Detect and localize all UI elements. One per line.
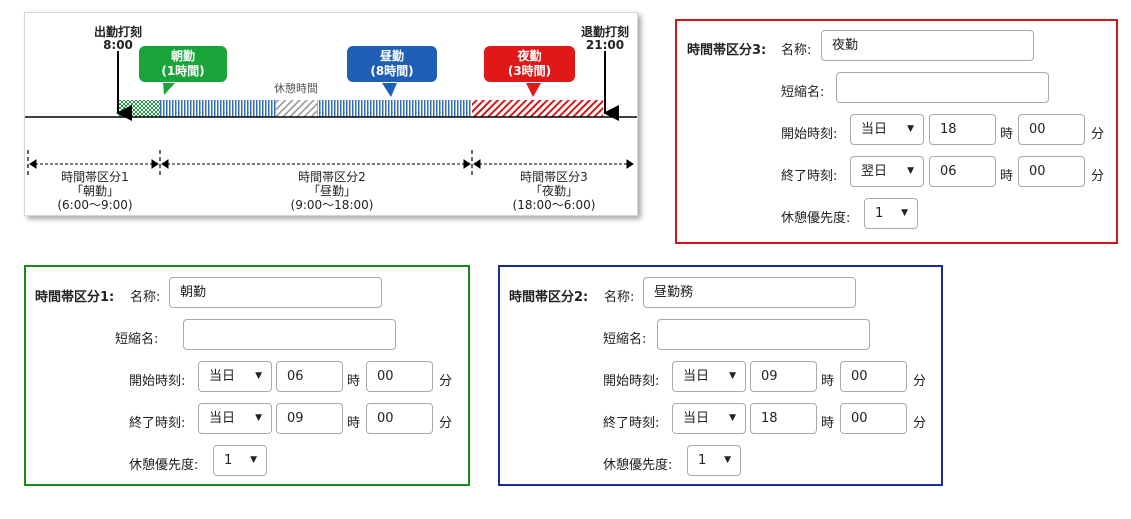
short-name-input[interactable] (836, 72, 1049, 103)
start-hour-input[interactable]: 18 (929, 114, 996, 145)
callout-morning-name: 朝勤 (170, 49, 195, 63)
callout-night-name: 夜勤 (517, 49, 542, 63)
start-day-select[interactable]: 当日▼ (672, 361, 746, 392)
end-minute-input[interactable]: 00 (366, 403, 433, 434)
clock-in-time: 8:00 (103, 38, 133, 52)
end-day-select[interactable]: 当日▼ (672, 403, 746, 434)
hour-unit: 時 (347, 374, 361, 389)
start-day-select[interactable]: 当日▼ (850, 114, 924, 145)
hour-unit: 時 (821, 374, 835, 389)
night-shift-bar (472, 100, 603, 117)
name-input[interactable]: 夜勤 (821, 30, 1034, 61)
start-minute-input[interactable]: 00 (840, 361, 907, 392)
break-priority-select[interactable]: 1▼ (687, 445, 741, 476)
callout-night-hours: (3時間) (507, 64, 552, 78)
day-shift-bar-1 (160, 100, 276, 117)
hour-unit: 時 (821, 416, 835, 431)
start-minute-input[interactable]: 00 (366, 361, 433, 392)
clock-out-time: 21:00 (585, 38, 625, 52)
start-day-select[interactable]: 当日▼ (198, 361, 272, 392)
time-segment-1-panel: 時間帯区分1: 名称: 朝勤 短縮名: 開始時刻: 当日▼ 06 時 00 分 … (24, 265, 470, 486)
end-time-label: 終了時刻: (603, 416, 660, 431)
end-hour-input[interactable]: 09 (276, 403, 343, 434)
segment-1-label: 時間帯区分1 「朝勤」 (6:00～9:00) (57, 170, 133, 212)
name-label: 名称: (781, 43, 812, 58)
short-name-input[interactable] (657, 319, 870, 350)
break-priority-select[interactable]: 1▼ (213, 445, 267, 476)
hour-unit: 時 (1000, 169, 1014, 184)
callout-night: 夜勤 (3時間) (484, 46, 575, 82)
start-time-label: 開始時刻: (781, 127, 838, 142)
segment-2-label: 時間帯区分2 「昼勤」 (9:00～18:00) (290, 170, 374, 212)
clock-in-label: 出勤打刻 (93, 25, 142, 39)
callout-morning: 朝勤 (1時間) (139, 46, 227, 82)
start-time-label: 開始時刻: (129, 374, 186, 389)
hour-unit: 時 (1000, 127, 1014, 142)
minute-unit: 分 (439, 374, 453, 389)
time-segment-3-panel: 時間帯区分3: 名称: 夜勤 短縮名: 開始時刻: 当日▼ 18 時 00 分 … (675, 19, 1118, 244)
end-hour-input[interactable]: 18 (750, 403, 817, 434)
panel-title: 時間帯区分2: (509, 290, 589, 305)
short-name-label: 短縮名: (603, 332, 647, 347)
callout-day-name: 昼勤 (379, 49, 404, 63)
minute-unit: 分 (913, 416, 927, 431)
chevron-down-icon: ▼ (729, 413, 736, 423)
chevron-down-icon: ▼ (255, 371, 262, 381)
end-minute-input[interactable]: 00 (1018, 156, 1085, 187)
chevron-down-icon: ▼ (901, 208, 908, 218)
name-input[interactable]: 朝勤 (169, 277, 382, 308)
chevron-down-icon: ▼ (250, 455, 257, 465)
panel-title: 時間帯区分3: (687, 43, 767, 58)
time-segment-2-panel: 時間帯区分2: 名称: 昼勤務 短縮名: 開始時刻: 当日▼ 09 時 00 分… (498, 265, 943, 486)
minute-unit: 分 (1091, 169, 1105, 184)
callout-day-hours: (8時間) (370, 64, 414, 78)
hour-unit: 時 (347, 416, 361, 431)
minute-unit: 分 (439, 416, 453, 431)
end-day-select[interactable]: 翌日▼ (850, 156, 924, 187)
end-time-label: 終了時刻: (129, 416, 186, 431)
end-day-select[interactable]: 当日▼ (198, 403, 272, 434)
minute-unit: 分 (913, 374, 927, 389)
chevron-down-icon: ▼ (724, 455, 731, 465)
callout-day: 昼勤 (8時間) (347, 46, 437, 82)
break-priority-label: 休憩優先度: (603, 458, 673, 473)
break-bar (276, 100, 317, 117)
chevron-down-icon: ▼ (255, 413, 262, 423)
start-minute-input[interactable]: 00 (1018, 114, 1085, 145)
start-hour-input[interactable]: 09 (750, 361, 817, 392)
timeline-graphic (25, 51, 637, 178)
callout-morning-hours: (1時間) (161, 64, 205, 78)
panel-title: 時間帯区分1: (35, 290, 115, 305)
minute-unit: 分 (1091, 127, 1105, 142)
end-time-label: 終了時刻: (781, 169, 838, 184)
break-label: 休憩時間 (274, 82, 318, 95)
chevron-down-icon: ▼ (907, 166, 914, 176)
segment-3-label: 時間帯区分3 「夜勤」 (18:00～6:00) (512, 170, 596, 212)
segment-span-arrows (29, 159, 634, 169)
morning-shift-bar (118, 100, 160, 117)
short-name-label: 短縮名: (781, 85, 825, 100)
clock-out-label: 退勤打刻 (580, 25, 629, 39)
name-label: 名称: (130, 290, 161, 305)
chevron-down-icon: ▼ (729, 371, 736, 381)
shift-timeline-diagram: 出勤打刻 8:00 退勤打刻 21:00 休憩時間 朝勤 (1時間) 昼勤 (8… (24, 12, 638, 216)
end-hour-input[interactable]: 06 (929, 156, 996, 187)
break-priority-label: 休憩優先度: (129, 458, 199, 473)
break-priority-label: 休憩優先度: (781, 211, 851, 226)
name-label: 名称: (604, 290, 635, 305)
break-priority-select[interactable]: 1▼ (864, 198, 918, 229)
day-shift-bar-2 (317, 100, 472, 117)
chevron-down-icon: ▼ (907, 124, 914, 134)
start-hour-input[interactable]: 06 (276, 361, 343, 392)
short-name-label: 短縮名: (115, 332, 159, 347)
start-time-label: 開始時刻: (603, 374, 660, 389)
name-input[interactable]: 昼勤務 (643, 277, 856, 308)
end-minute-input[interactable]: 00 (840, 403, 907, 434)
short-name-input[interactable] (183, 319, 396, 350)
